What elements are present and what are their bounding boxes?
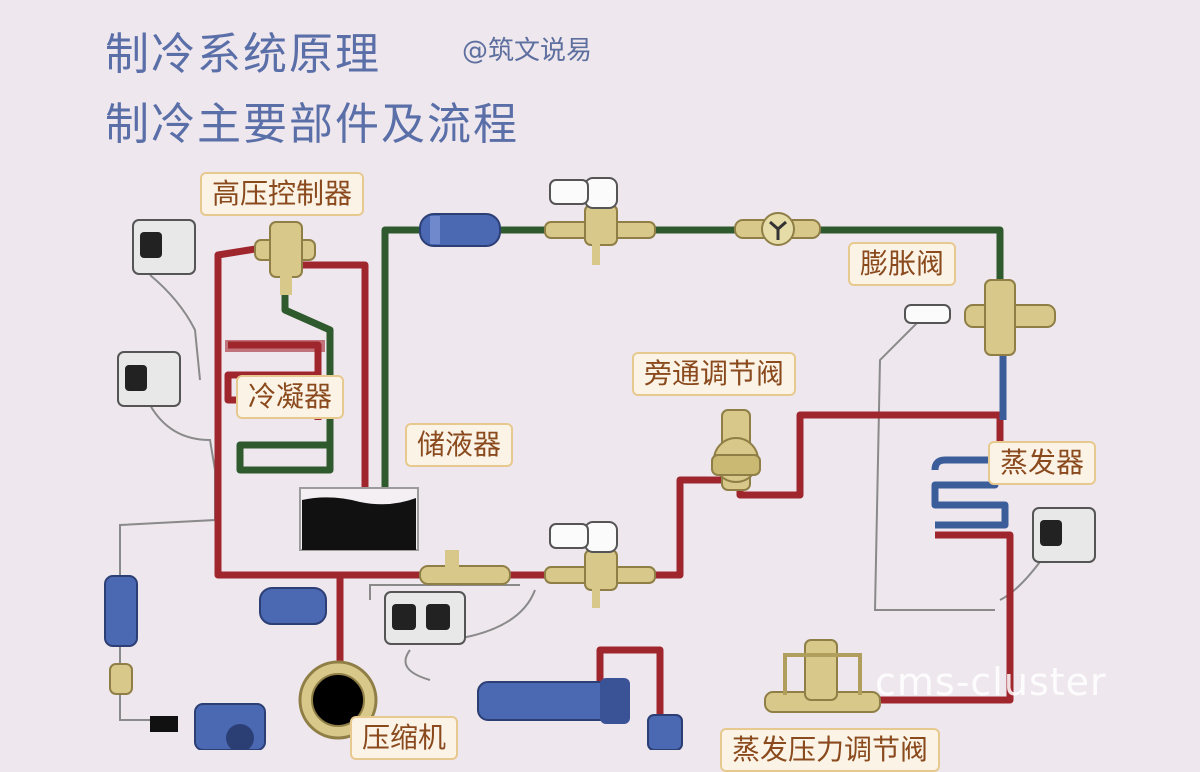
high-pressure-controller-valve <box>254 221 316 295</box>
label-expansion-valve: 膨胀阀 <box>848 242 957 286</box>
watermark: cms-cluster <box>875 660 1107 704</box>
label-high-pressure-controller: 高压控制器 <box>200 172 365 216</box>
receiver-tank <box>299 487 419 551</box>
author-credit: @筑文说易 <box>462 36 593 66</box>
condenser-coil <box>225 340 325 352</box>
cold-lines <box>931 330 1009 529</box>
page-title-line2: 制冷主要部件及流程 <box>105 99 519 150</box>
hot-gas-inline-valve <box>419 550 511 585</box>
hot-gas-lines <box>214 241 1014 720</box>
label-evaporator: 蒸发器 <box>988 441 1097 485</box>
label-condenser: 冷凝器 <box>236 375 345 419</box>
label-bypass-valve: 旁通调节阀 <box>632 352 797 396</box>
label-compressor: 压缩机 <box>350 716 459 760</box>
oil-separator <box>259 587 327 625</box>
bypass-regulating-valve <box>711 409 761 491</box>
suction-accumulator <box>647 714 683 750</box>
filter-drier <box>419 213 501 247</box>
liquid-lines <box>236 226 1004 515</box>
pressure-switch-top <box>132 219 196 275</box>
pressure-switch-right <box>1032 507 1096 563</box>
evap-pressure-valve-body <box>764 639 881 713</box>
label-receiver: 储液器 <box>405 423 514 467</box>
refrigeration-diagram <box>104 177 1096 750</box>
heat-exchanger <box>477 678 630 724</box>
sight-glass <box>734 212 821 246</box>
bypass-solenoid-valve <box>544 521 656 608</box>
pressure-switch-mid <box>117 351 181 407</box>
expansion-valve-body <box>904 279 1056 356</box>
bottom-pump <box>150 703 266 750</box>
liquid-solenoid-valve <box>544 177 656 265</box>
left-filter <box>104 575 138 695</box>
discharge-line <box>214 241 344 670</box>
dual-pressure-switch <box>384 591 466 645</box>
page-title-line1: 制冷系统原理 <box>105 29 381 80</box>
